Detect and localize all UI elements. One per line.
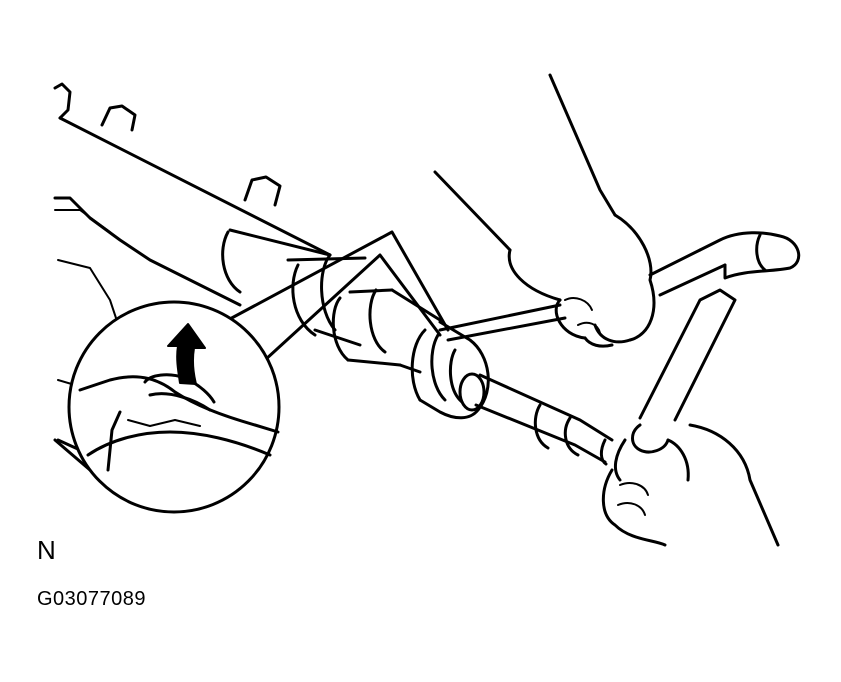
torque-wrench: [638, 231, 801, 422]
wrench: [438, 303, 567, 342]
orientation-label: N: [37, 535, 56, 565]
figure-code: G03077089: [37, 588, 147, 610]
lower-hand: [601, 423, 780, 547]
tie-rod-end: [410, 320, 490, 420]
rack-tube: [221, 228, 367, 337]
detail-magnifier: [67, 300, 281, 514]
callout-pointer: [198, 230, 450, 362]
lock-nut: [313, 288, 442, 374]
upper-hand: [433, 73, 656, 348]
tie-rod: [474, 373, 614, 466]
